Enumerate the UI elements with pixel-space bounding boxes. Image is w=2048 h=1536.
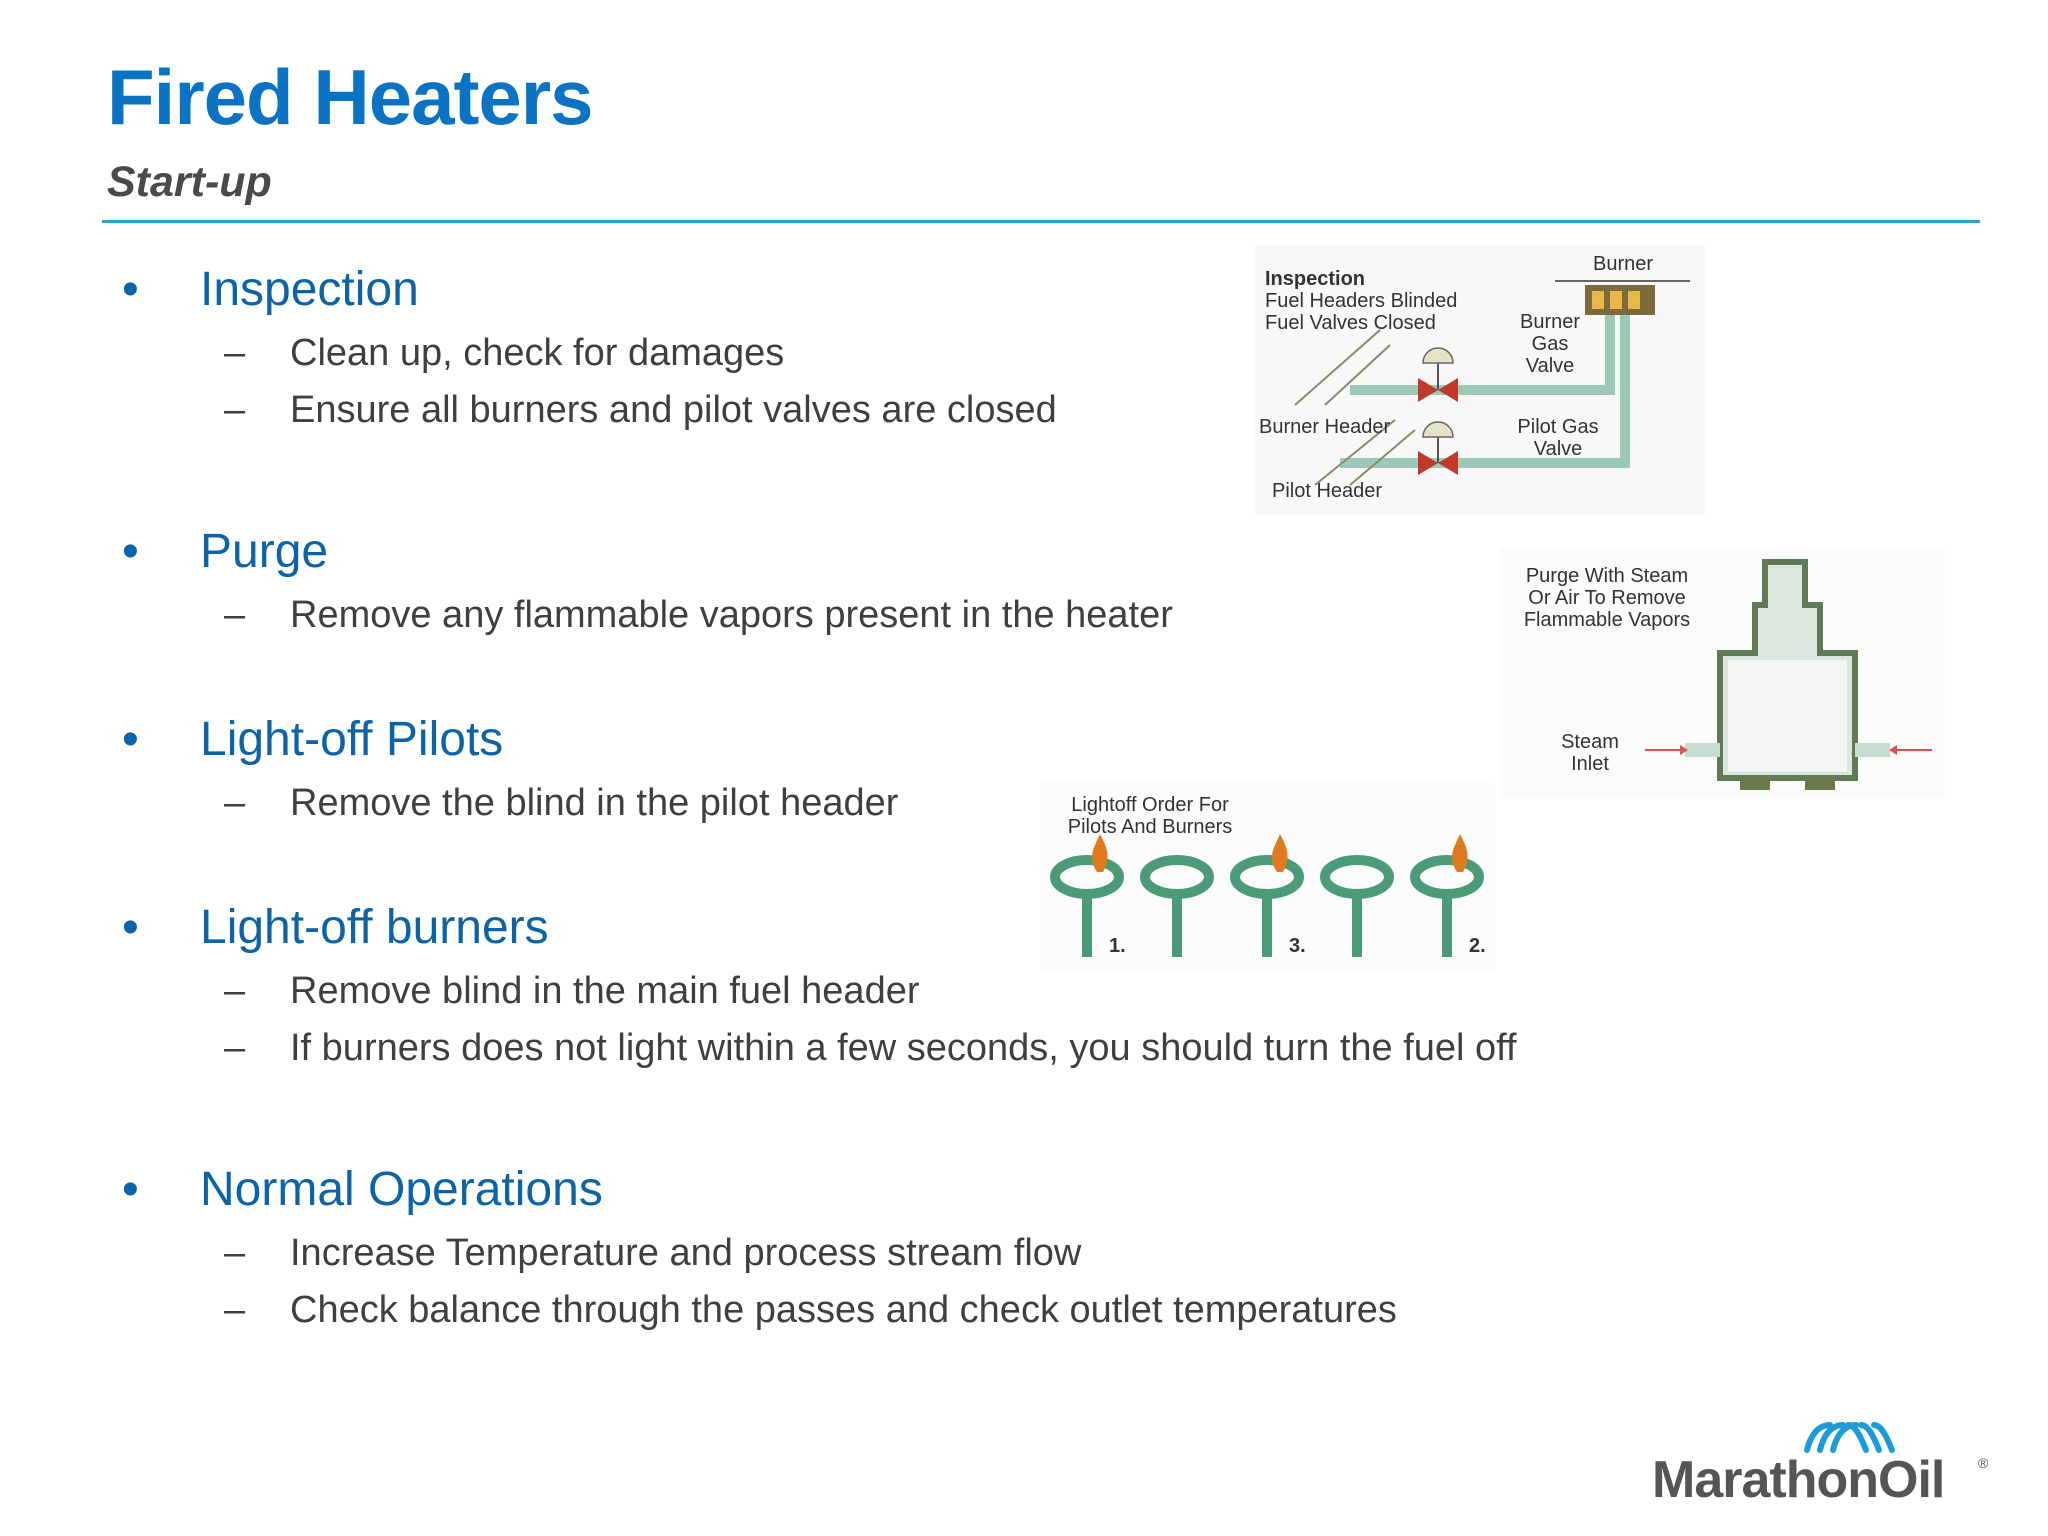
sub-item-text: Increase Temperature and process stream … — [290, 1232, 1082, 1274]
bullet-dot: • — [122, 525, 139, 578]
steam-inlet-label-1: Steam — [1561, 731, 1619, 753]
purge-caption-2: Or Air To Remove — [1528, 587, 1685, 609]
burner-gas-valve-label-2: Gas — [1532, 333, 1569, 355]
marathon-oil-logo: MarathonOil ® — [1652, 1410, 1992, 1510]
bullet-heading: Normal Operations — [200, 1163, 603, 1216]
lightoff-caption-1: Lightoff Order For — [1071, 794, 1229, 816]
lightoff-order-2: 2. — [1469, 935, 1486, 957]
bullet-dot: • — [122, 1163, 139, 1216]
sub-item-text: Remove any flammable vapors present in t… — [290, 594, 1173, 636]
sub-item-text: Check balance through the passes and che… — [290, 1289, 1397, 1331]
sub-dash: – — [224, 1027, 246, 1069]
steam-inlet-label-2: Inlet — [1571, 753, 1609, 775]
burner-header-label: Burner Header — [1259, 416, 1391, 438]
sub-item-text: Ensure all burners and pilot valves are … — [290, 389, 1057, 431]
sub-item-text: Remove the blind in the pilot header — [290, 782, 899, 824]
sub-dash: – — [224, 594, 246, 636]
bullet-dot: • — [122, 263, 139, 316]
bullet-dot: • — [122, 713, 139, 766]
sub-dash: – — [224, 970, 246, 1012]
burner-label: Burner — [1593, 253, 1653, 275]
purge-caption-3: Flammable Vapors — [1524, 609, 1690, 631]
bullet-dot: • — [122, 901, 139, 954]
slide-title: Fired Heaters — [107, 53, 594, 141]
inspection-fig-title: Inspection — [1265, 268, 1365, 290]
bullet-heading: Light-off burners — [200, 901, 549, 954]
sub-item-text: Clean up, check for damages — [290, 332, 785, 374]
purge-diagram: Purge With Steam Or Air To Remove Flamma… — [1500, 548, 1945, 798]
bullet-heading: Purge — [200, 525, 329, 578]
title-divider — [102, 220, 1980, 223]
lightoff-order-diagram: Lightoff Order For Pilots And Burners — [1040, 782, 1495, 972]
sub-dash: – — [224, 1232, 246, 1274]
pilot-header-label: Pilot Header — [1272, 480, 1382, 502]
purge-caption-1: Purge With Steam — [1526, 565, 1688, 587]
sub-item-text: Remove blind in the main fuel header — [290, 970, 920, 1012]
burner-gas-valve-label-3: Valve — [1526, 355, 1575, 377]
lightoff-order-3: 3. — [1289, 935, 1306, 957]
pilot-gas-valve-label-1: Pilot Gas — [1517, 416, 1598, 438]
logo-wordmark: MarathonOil — [1652, 1451, 1944, 1509]
inspection-fig-line2: Fuel Valves Closed — [1265, 312, 1436, 334]
burner-gas-valve-label-1: Burner — [1520, 311, 1580, 333]
lightoff-order-1: 1. — [1109, 935, 1126, 957]
sub-dash: – — [224, 1289, 246, 1331]
inspection-fig-line1: Fuel Headers Blinded — [1265, 290, 1457, 312]
inspection-diagram: Inspection Fuel Headers Blinded Fuel Val… — [1255, 245, 1705, 515]
slide-subtitle: Start-up — [107, 158, 272, 206]
logo-registered: ® — [1978, 1455, 1989, 1471]
sub-dash: – — [224, 389, 246, 431]
sub-item-text: If burners does not light within a few s… — [290, 1027, 1517, 1069]
logo-waves — [1804, 1422, 1895, 1453]
bullet-heading: Inspection — [200, 263, 419, 316]
sub-dash: – — [224, 332, 246, 374]
sub-dash: – — [224, 782, 246, 824]
bullet-heading: Light-off Pilots — [200, 713, 504, 766]
pilot-gas-valve-label-2: Valve — [1534, 438, 1583, 460]
lightoff-caption-2: Pilots And Burners — [1068, 816, 1233, 838]
